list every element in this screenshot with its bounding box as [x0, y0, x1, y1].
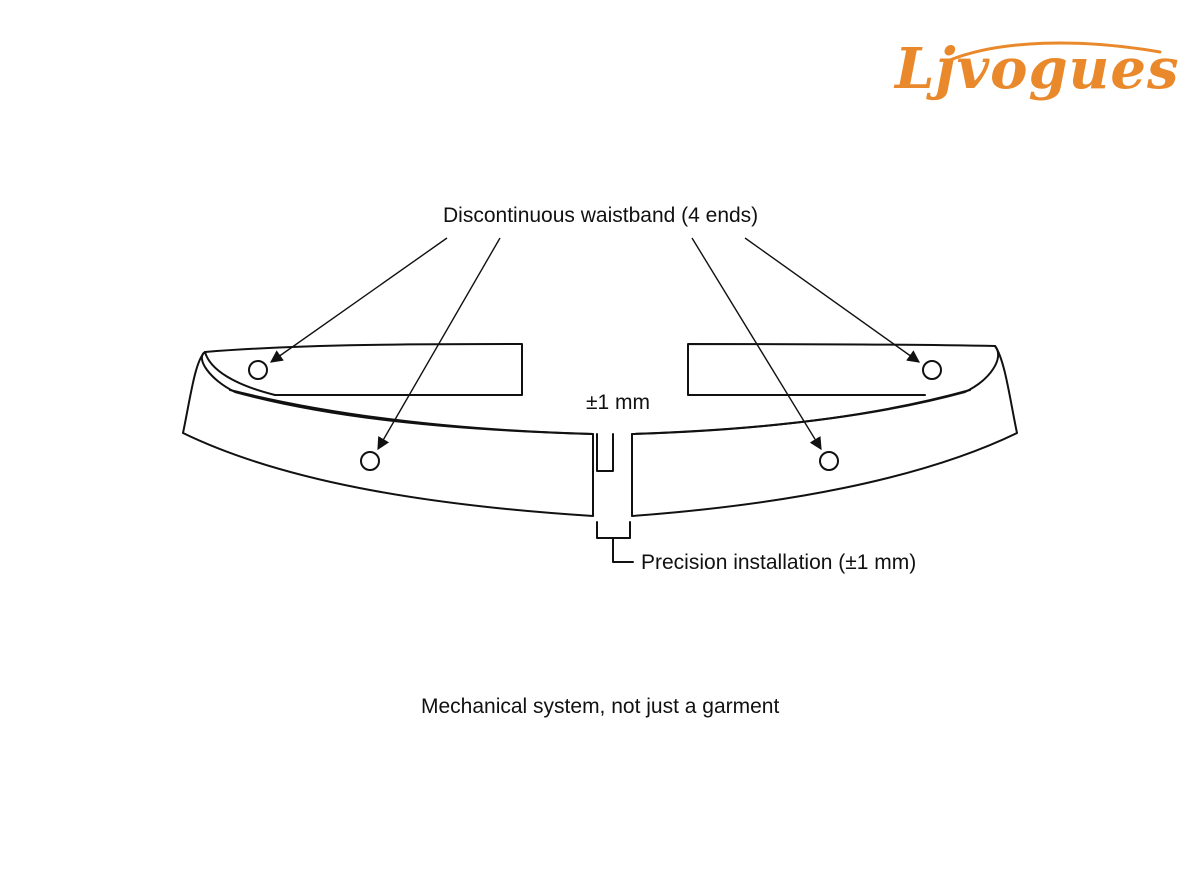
left-band-body: [182, 351, 594, 517]
brand-logo: Ljvogues: [895, 36, 1180, 102]
arrow-4: [744, 237, 921, 363]
left-rear-strip: [204, 343, 523, 396]
left-band-top-curve: [200, 351, 594, 435]
caption: Mechanical system, not just a garment: [421, 695, 780, 718]
label-gap-tolerance: ±1 mm: [586, 391, 651, 414]
right-band-top-curve: [631, 345, 1000, 435]
hole-left-front: [360, 451, 380, 471]
gap-bracket-upper: [596, 433, 614, 472]
arrow-1: [269, 237, 448, 363]
arrow-3: [691, 237, 822, 451]
right-rear-strip: [687, 343, 996, 396]
arrow-2: [377, 237, 501, 451]
label-precision-installation: Precision installation (±1 mm): [641, 551, 917, 574]
hole-left-rear: [248, 360, 268, 380]
precision-bracket: [596, 521, 631, 539]
brand-logo-swoosh: [948, 41, 1162, 62]
precision-leader: [612, 537, 634, 563]
hole-right-rear: [922, 360, 942, 380]
label-discontinuous-waistband: Discontinuous waistband (4 ends): [443, 204, 759, 227]
hole-right-front: [819, 451, 839, 471]
